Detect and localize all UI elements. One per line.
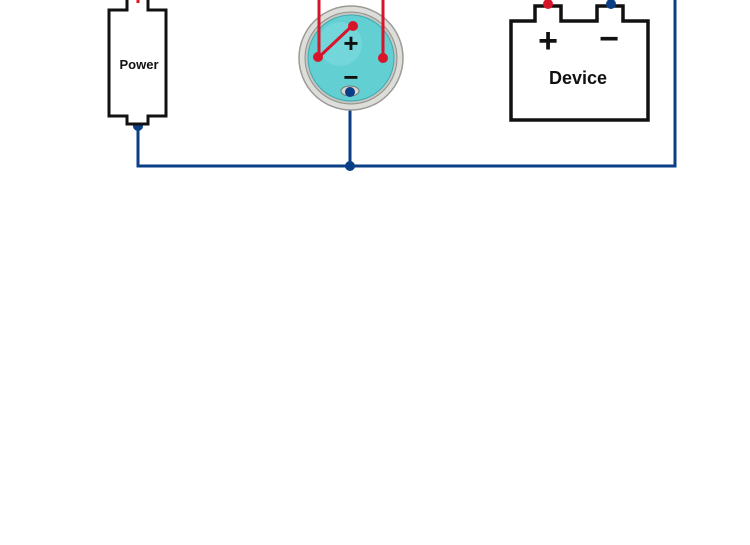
device-minus-symbol: − [599, 20, 619, 58]
switch-plus-symbol: + [343, 28, 358, 58]
switch-negative-dot [345, 87, 355, 97]
switch-contact-dot-left [313, 52, 323, 62]
switch-face-highlight [318, 22, 362, 66]
switch-minus-symbol: − [343, 62, 358, 92]
device-outline [509, 4, 650, 122]
switch-internal-contact [316, 23, 355, 60]
device: + − Device [509, 0, 650, 122]
negative-junction-dot [345, 161, 355, 171]
power-supply: Power [107, 0, 168, 126]
device-positive-dot [543, 0, 553, 9]
negative-wire-main [136, 0, 677, 168]
power-outline [107, 0, 168, 126]
power-label: Power [119, 57, 158, 72]
switch-contact-dot-right [378, 53, 388, 63]
push-switch[interactable]: + − [298, 0, 404, 111]
device-negative-dot [606, 0, 616, 9]
device-plus-symbol: + [538, 22, 558, 60]
switch-contact-dot-top [348, 21, 358, 31]
device-label: Device [549, 68, 607, 88]
